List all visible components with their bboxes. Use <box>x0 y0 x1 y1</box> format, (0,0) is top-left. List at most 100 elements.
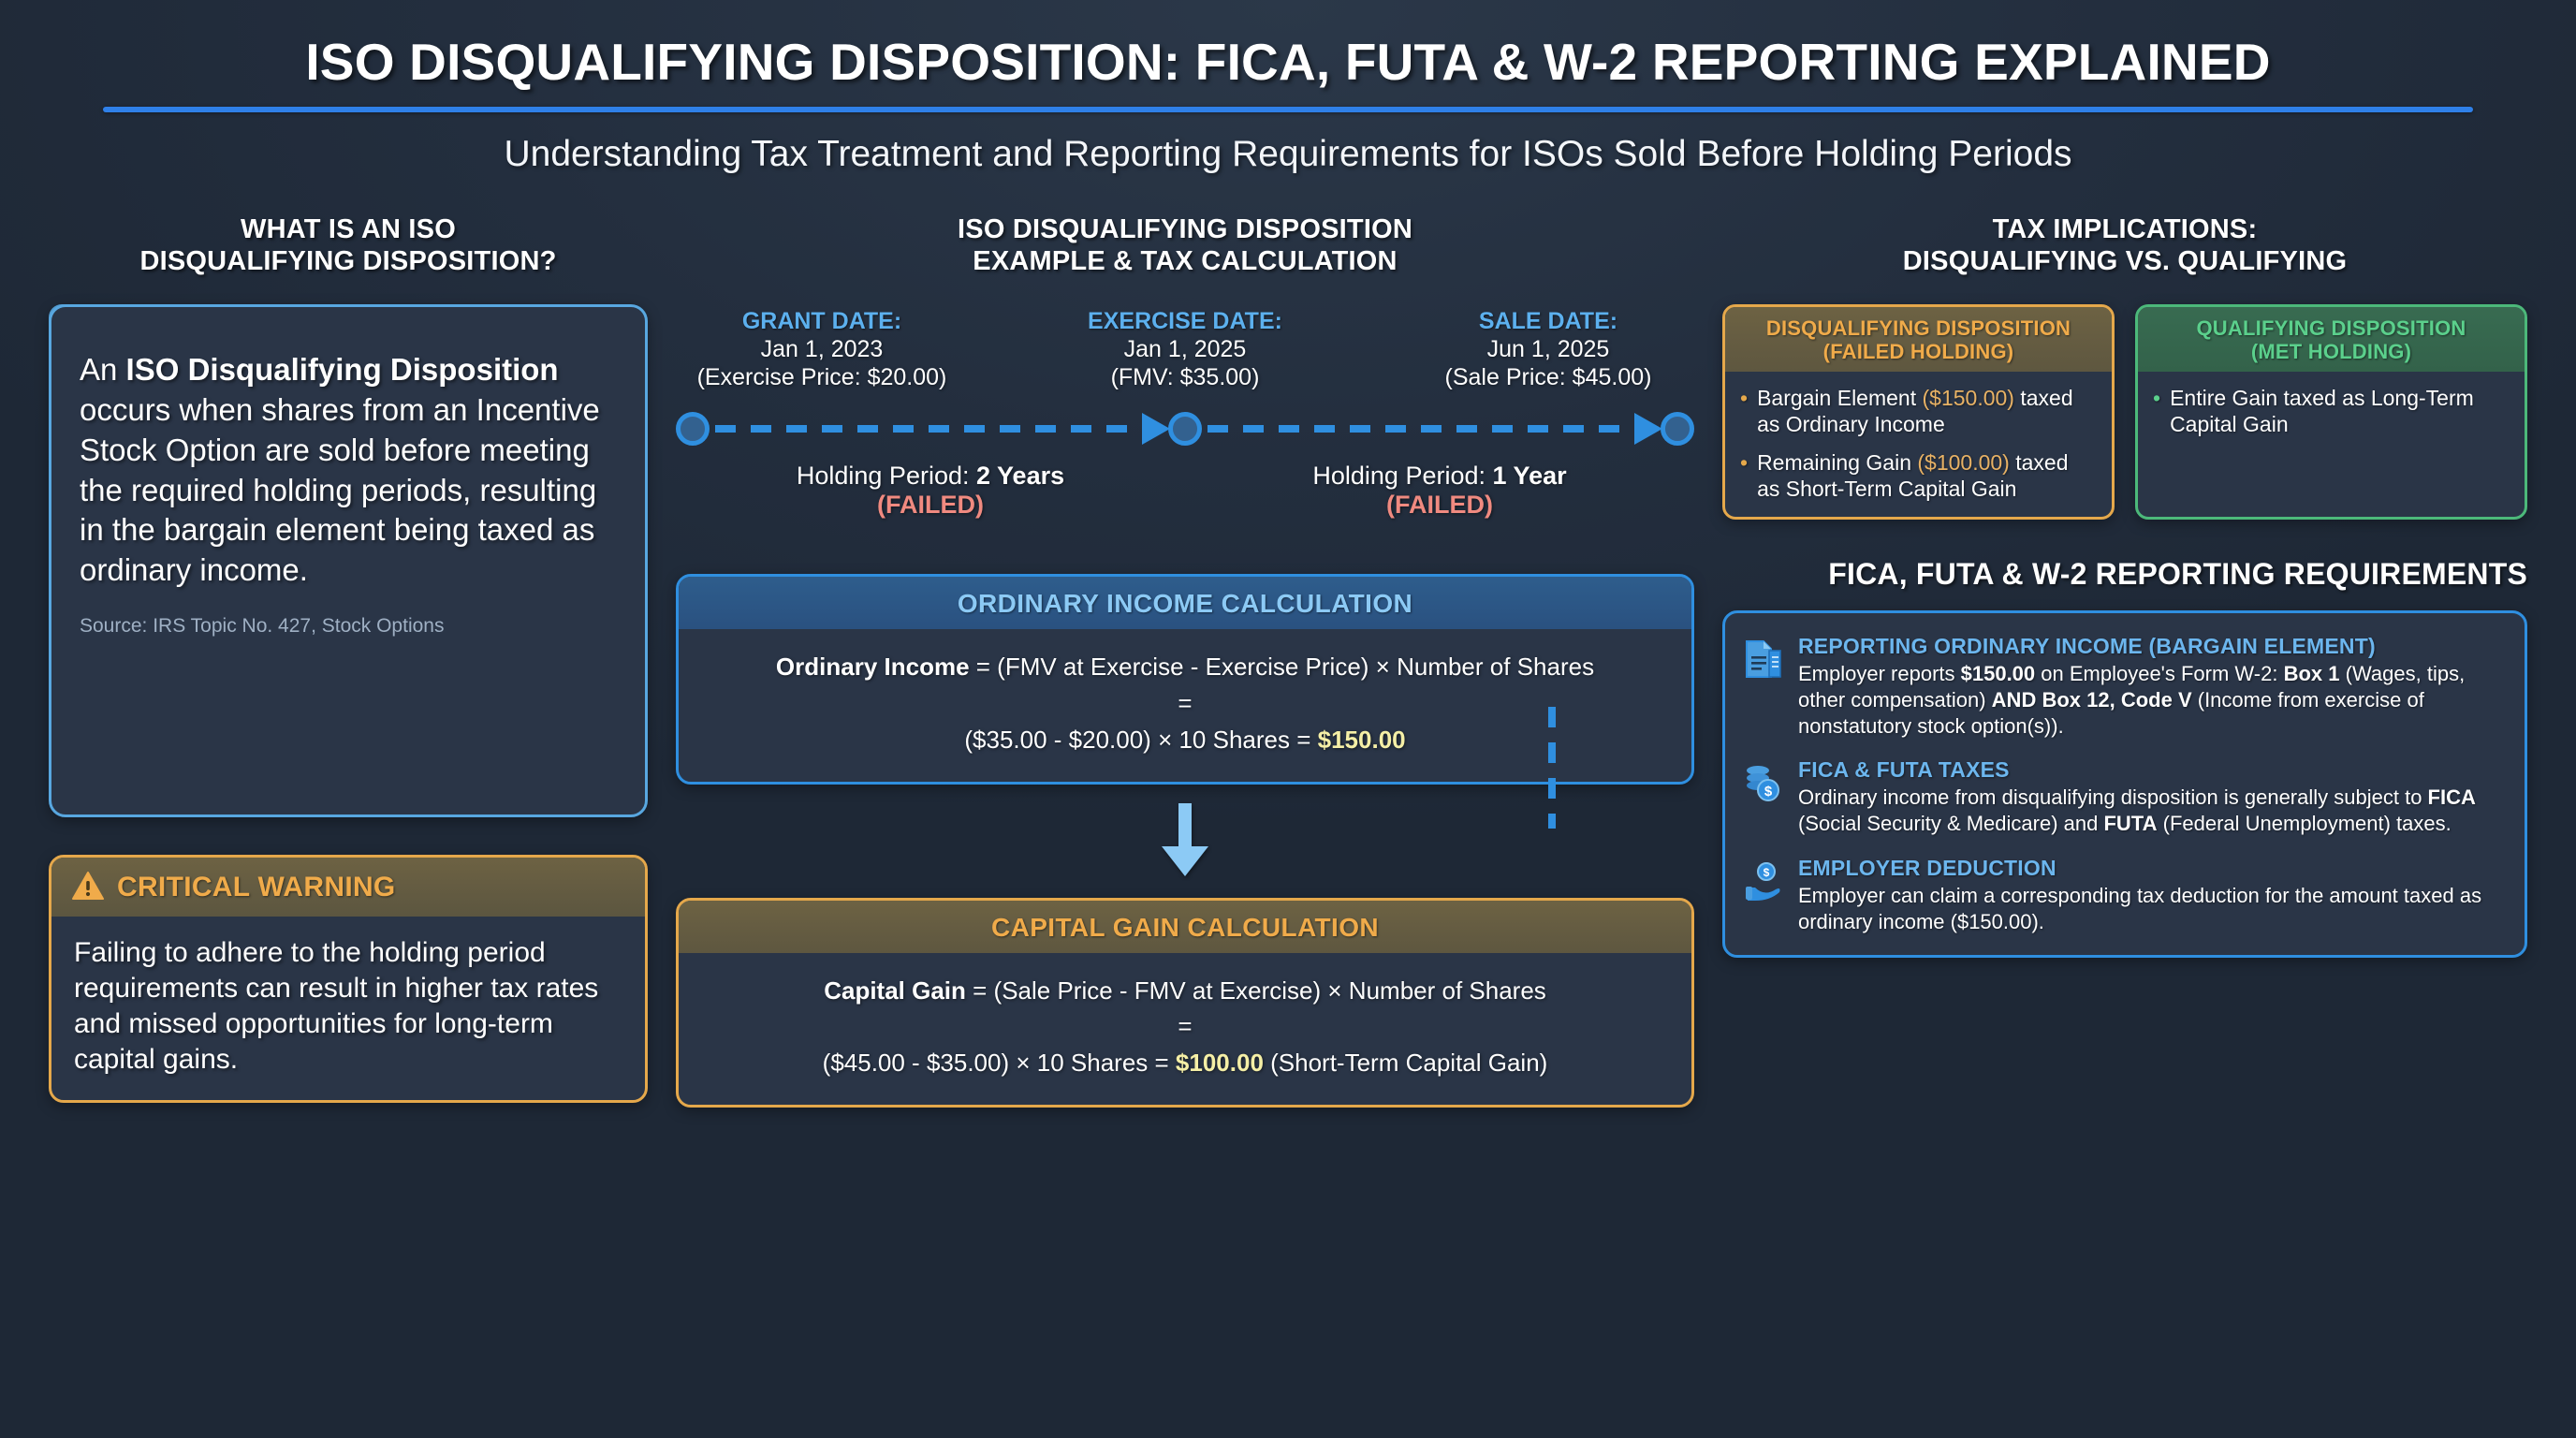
holding-period-2: Holding Period: 1 Year (FAILED) <box>1185 462 1694 520</box>
qualifying-card-body: • Entire Gain taxed as Long-Term Capital… <box>2138 372 2525 452</box>
qualifying-card-header: QUALIFYING DISPOSITION (MET HOLDING) <box>2138 306 2525 372</box>
definition-source: Source: IRS Topic No. 427, Stock Options <box>80 615 445 638</box>
definition-lead: An <box>80 351 126 387</box>
capital-gain-body: Capital Gain = (Sale Price - FMV at Exer… <box>679 953 1691 1106</box>
timeline-sale-date: Jun 1, 2025 <box>1486 335 1610 362</box>
capital-gain-calculation-box: CAPITAL GAIN CALCULATION Capital Gain = … <box>676 897 1694 1108</box>
timeline-sale-price: (Sale Price: $45.00) <box>1444 364 1652 391</box>
disqualifying-item-1-amount: ($150.00) <box>1922 386 2014 410</box>
capital-gain-result: ($45.00 - $35.00) × 10 Shares = $100.00 … <box>697 1046 1673 1080</box>
flow-arrow <box>676 802 1694 883</box>
timeline-label-exercise: EXERCISE DATE: Jan 1, 2025 (FMV: $35.00) <box>1045 308 1325 392</box>
disqualifying-item-2: Remaining Gain ($100.00) taxed as Short-… <box>1757 449 2097 502</box>
bullet-icon: • <box>2153 386 2161 410</box>
ordinary-income-body: Ordinary Income = (FMV at Exercise - Exe… <box>679 629 1691 782</box>
content-columns: WHAT IS AN ISO DISQUALIFYING DISPOSITION… <box>0 175 2576 1108</box>
column-definition: WHAT IS AN ISO DISQUALIFYING DISPOSITION… <box>49 214 648 1108</box>
ordinary-income-result: ($35.00 - $20.00) × 10 Shares = $150.00 <box>697 723 1673 757</box>
ordinary-income-formula-rest: = (FMV at Exercise - Exercise Price) × N… <box>969 652 1595 681</box>
reporting-section-heading: FICA, FUTA & W-2 REPORTING REQUIREMENTS <box>1828 557 2527 592</box>
right-section-heading-line1: TAX IMPLICATIONS: <box>1992 214 2258 244</box>
holding-period-1-label: Holding Period: <box>796 461 976 490</box>
page-title: ISO DISQUALIFYING DISPOSITION: FICA, FUT… <box>305 33 2271 91</box>
title-divider <box>103 107 2473 112</box>
list-item: $ FICA & FUTA TAXES Ordinary income from… <box>1744 757 2502 836</box>
disqualifying-item-1: Bargain Element ($150.00) taxed as Ordin… <box>1757 385 2097 437</box>
ordinary-income-result-amount: $150.00 <box>1317 725 1406 754</box>
arrow-down-icon <box>1157 802 1213 883</box>
timeline-segment-1 <box>708 412 1170 445</box>
capital-gain-formula: Capital Gain = (Sale Price - FMV at Exer… <box>697 974 1673 1008</box>
critical-warning-header: CRITICAL WARNING <box>51 857 645 917</box>
capital-gain-equals: = <box>1178 1012 1193 1041</box>
qualifying-disposition-card: QUALIFYING DISPOSITION (MET HOLDING) • E… <box>2135 303 2527 521</box>
capital-gain-heading: CAPITAL GAIN CALCULATION <box>679 900 1691 953</box>
timeline-exercise-key: EXERCISE DATE: <box>1088 307 1282 334</box>
arrow-right-icon <box>1142 412 1170 445</box>
reporting-item-2: FICA & FUTA TAXES Ordinary income from d… <box>1798 757 2502 836</box>
reporting-item-3-desc: Employer can claim a corresponding tax d… <box>1798 883 2482 933</box>
right-section-heading: TAX IMPLICATIONS: DISQUALIFYING VS. QUAL… <box>1722 214 2527 278</box>
disqualifying-item-2-pre: Remaining Gain <box>1757 450 1918 476</box>
holding-period-2-label: Holding Period: <box>1312 461 1493 490</box>
capital-gain-result-amount: $100.00 <box>1175 1049 1264 1078</box>
left-section-heading-line2: DISQUALIFYING DISPOSITION? <box>139 245 557 276</box>
ordinary-income-result-prefix: ($35.00 - $20.00) × 10 Shares = <box>964 725 1318 754</box>
left-section-heading-line1: WHAT IS AN ISO <box>241 214 456 244</box>
timeline-dashed-line-1 <box>715 424 1142 433</box>
critical-warning-box: CRITICAL WARNING Failing to adhere to th… <box>49 854 648 1104</box>
disqualifying-card-body: • Bargain Element ($150.00) taxed as Ord… <box>1725 372 2112 517</box>
timeline-drop-connector <box>1548 707 1556 829</box>
capital-gain-result-prefix: ($45.00 - $35.00) × 10 Shares = <box>822 1049 1176 1078</box>
qualifying-item-1: Entire Gain taxed as Long-Term Capital G… <box>2170 386 2474 437</box>
critical-warning-body: Failing to adhere to the holding period … <box>74 936 599 1076</box>
timeline-label-grant: GRANT DATE: Jan 1, 2023 (Exercise Price:… <box>681 308 962 392</box>
middle-section-heading-line2: EXAMPLE & TAX CALCULATION <box>973 245 1398 276</box>
ordinary-income-heading: ORDINARY INCOME CALCULATION <box>679 576 1691 629</box>
timeline-track <box>676 407 1694 450</box>
middle-section-heading-line1: ISO DISQUALIFYING DISPOSITION <box>958 214 1412 244</box>
capital-gain-result-suffix: (Short-Term Capital Gain) <box>1263 1049 1548 1078</box>
disqualifying-card-title-line1: DISQUALIFYING DISPOSITION <box>1765 315 2071 340</box>
timeline-grant-key: GRANT DATE: <box>741 307 902 334</box>
timeline-label-sale: SALE DATE: Jun 1, 2025 (Sale Price: $45.… <box>1408 308 1689 392</box>
capital-gain-formula-rest: = (Sale Price - FMV at Exercise) × Numbe… <box>965 976 1546 1005</box>
timeline-exercise-date: Jan 1, 2025 <box>1123 335 1247 362</box>
page-header: ISO DISQUALIFYING DISPOSITION: FICA, FUT… <box>0 0 2576 175</box>
warning-triangle-icon <box>72 871 104 905</box>
reporting-item-1-desc: Employer reports $150.00 on Employee's F… <box>1798 662 2466 738</box>
list-item: • Entire Gain taxed as Long-Term Capital… <box>2153 385 2510 437</box>
hand-money-icon: $ <box>1744 856 1785 934</box>
list-item: $ EMPLOYER DEDUCTION Employer can claim … <box>1744 856 2502 934</box>
list-item: • Bargain Element ($150.00) taxed as Ord… <box>1740 385 2097 437</box>
holding-period-2-status: (FAILED) <box>1386 490 1493 519</box>
iso-timeline: GRANT DATE: Jan 1, 2023 (Exercise Price:… <box>676 308 1694 520</box>
timeline-grant-date: Jan 1, 2023 <box>760 335 884 362</box>
ordinary-income-equals: = <box>1178 688 1193 717</box>
reporting-item-3: EMPLOYER DEDUCTION Employer can claim a … <box>1798 856 2502 934</box>
list-item: • Remaining Gain ($100.00) taxed as Shor… <box>1740 449 2097 502</box>
definition-term: ISO Disqualifying Disposition <box>125 351 559 387</box>
definition-card-wrapper: An ISO Disqualifying Disposition occurs … <box>49 303 648 817</box>
timeline-exercise-price: (FMV: $35.00) <box>1110 364 1260 391</box>
bullet-icon: • <box>1740 386 1749 410</box>
bullet-icon: • <box>1740 450 1749 476</box>
timeline-node-sale-dot <box>1661 411 1694 446</box>
holding-period-2-text: Holding Period: 1 Year <box>1185 462 1694 491</box>
disqualifying-item-2-amount: ($100.00) <box>1917 450 2010 476</box>
holding-period-1: Holding Period: 2 Years (FAILED) <box>676 462 1185 520</box>
disqualifying-item-1-pre: Bargain Element <box>1757 386 1923 410</box>
holding-period-1-text: Holding Period: 2 Years <box>676 462 1185 491</box>
definition-rest: occurs when shares from an Incentive Sto… <box>80 391 600 588</box>
reporting-item-2-desc: Ordinary income from disqualifying dispo… <box>1798 785 2476 836</box>
reporting-item-2-title: FICA & FUTA TAXES <box>1798 757 2010 783</box>
disqualifying-card-header: DISQUALIFYING DISPOSITION (FAILED HOLDIN… <box>1725 306 2112 372</box>
timeline-grant-price: (Exercise Price: $20.00) <box>696 364 947 391</box>
timeline-sale-key: SALE DATE: <box>1478 307 1618 334</box>
disqualifying-item-1-post: taxed as Ordinary Income <box>1757 386 2073 437</box>
implication-cards: DISQUALIFYING DISPOSITION (FAILED HOLDIN… <box>1722 303 2527 521</box>
timeline-node-exercise-dot <box>1168 411 1202 446</box>
svg-text:$: $ <box>1764 784 1773 800</box>
list-item: REPORTING ORDINARY INCOME (BARGAIN ELEME… <box>1744 634 2502 739</box>
column-example: ISO DISQUALIFYING DISPOSITION EXAMPLE & … <box>676 214 1694 1108</box>
